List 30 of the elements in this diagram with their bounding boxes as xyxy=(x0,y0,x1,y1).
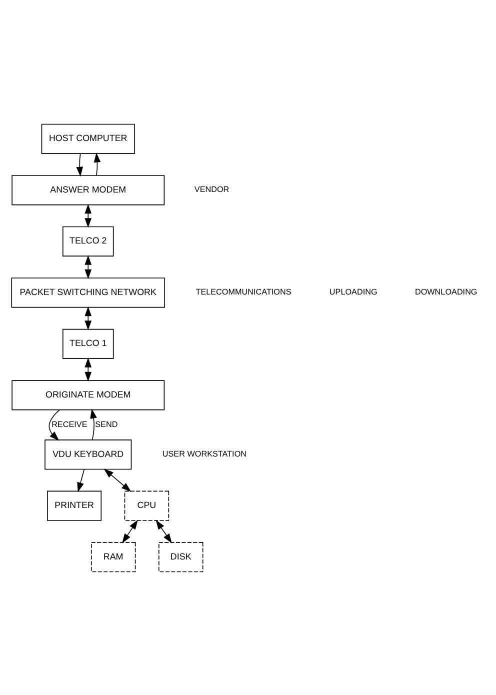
arrow xyxy=(77,468,85,492)
node-box: TELCO 1 xyxy=(62,328,114,358)
arrow xyxy=(104,468,132,492)
arrow xyxy=(156,519,172,543)
label: UPLOADING xyxy=(329,287,378,296)
node-box: TELCO 2 xyxy=(62,226,114,256)
node-box: DISK xyxy=(158,542,204,572)
node-box: HOST COMPUTER xyxy=(41,123,135,154)
arrow xyxy=(122,519,138,543)
node-box: CPU xyxy=(124,490,170,520)
node-box: PRINTER xyxy=(47,490,102,520)
edge-label: RECEIVE xyxy=(52,419,88,428)
node-box: ANSWER MODEM xyxy=(12,174,165,205)
label: VENDOR xyxy=(194,184,230,194)
arrow xyxy=(94,152,101,176)
node-box: RAM xyxy=(90,542,136,572)
arrow xyxy=(76,152,84,176)
node-box: PACKET SWITCHING NETWORK xyxy=(11,277,166,308)
arrow xyxy=(84,306,92,330)
label: USER WORKSTATION xyxy=(162,449,247,458)
node-box: ORIGINATE MODEM xyxy=(12,380,165,410)
label: TELECOMMUNICATIONS xyxy=(196,287,292,296)
arrow xyxy=(84,254,92,279)
arrow xyxy=(84,203,92,228)
arrow xyxy=(84,357,92,382)
node-box: VDU KEYBOARD xyxy=(44,439,132,470)
arrow xyxy=(48,409,60,440)
edge-label: SEND xyxy=(95,419,118,428)
arrow xyxy=(90,408,97,440)
label: DOWNLOADING xyxy=(414,287,478,296)
